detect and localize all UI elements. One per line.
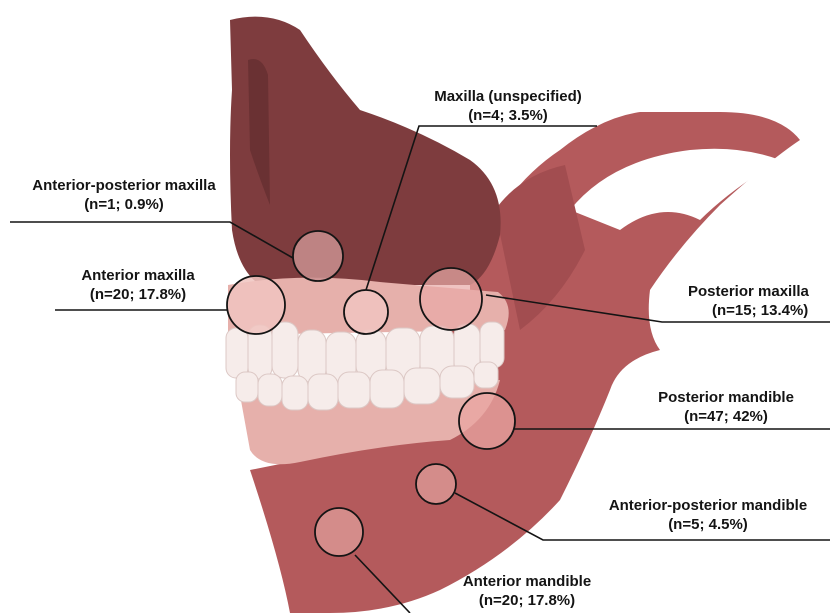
marker-anterior-mandible bbox=[315, 508, 363, 556]
region-name: Posterior mandible bbox=[646, 388, 806, 407]
label-maxilla-unspecified: Maxilla (unspecified) (n=4; 3.5%) bbox=[408, 87, 608, 125]
label-anterior-mandible: Anterior mandible (n=20; 17.8%) bbox=[452, 572, 602, 610]
label-anterior-posterior-mandible: Anterior-posterior mandible (n=5; 4.5%) bbox=[590, 496, 826, 534]
region-count: (n=15; 13.4%) bbox=[688, 301, 830, 320]
region-name: Anterior-posterior maxilla bbox=[4, 176, 244, 195]
label-posterior-mandible: Posterior mandible (n=47; 42%) bbox=[646, 388, 806, 426]
region-count: (n=20; 17.8%) bbox=[452, 591, 602, 610]
marker-anterior-posterior-maxilla bbox=[293, 231, 343, 281]
region-name: Anterior maxilla bbox=[58, 266, 218, 285]
label-anterior-maxilla: Anterior maxilla (n=20; 17.8%) bbox=[58, 266, 218, 304]
marker-anterior-maxilla bbox=[227, 276, 285, 334]
marker-anterior-posterior-mandible bbox=[416, 464, 456, 504]
region-count: (n=1; 0.9%) bbox=[4, 195, 244, 214]
region-name: Anterior-posterior mandible bbox=[590, 496, 826, 515]
region-name: Maxilla (unspecified) bbox=[408, 87, 608, 106]
marker-posterior-mandible bbox=[459, 393, 515, 449]
region-count: (n=20; 17.8%) bbox=[58, 285, 218, 304]
region-name: Anterior mandible bbox=[452, 572, 602, 591]
region-count: (n=5; 4.5%) bbox=[590, 515, 826, 534]
label-posterior-maxilla: Posterior maxilla (n=15; 13.4%) bbox=[688, 282, 830, 320]
marker-maxilla-unspecified bbox=[344, 290, 388, 334]
region-count: (n=47; 42%) bbox=[646, 407, 806, 426]
teeth bbox=[226, 322, 504, 410]
label-anterior-posterior-maxilla: Anterior-posterior maxilla (n=1; 0.9%) bbox=[4, 176, 244, 214]
region-name: Posterior maxilla bbox=[688, 282, 830, 301]
marker-posterior-maxilla bbox=[420, 268, 482, 330]
region-count: (n=4; 3.5%) bbox=[408, 106, 608, 125]
